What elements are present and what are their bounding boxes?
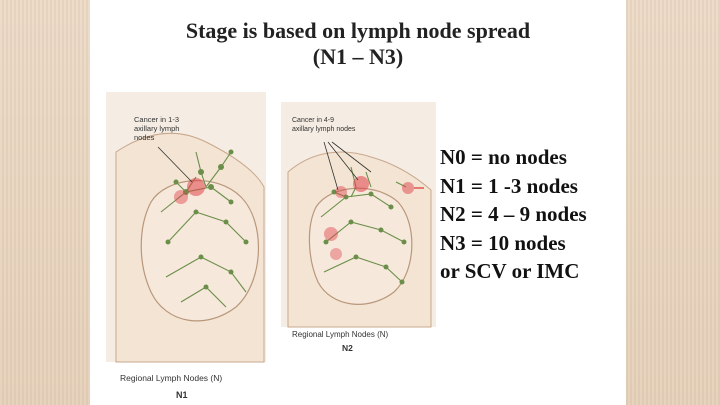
left-tumor-node-2 <box>174 190 188 204</box>
slide-title: Stage is based on lymph node spread (N1 … <box>90 18 626 70</box>
right-tumor-node-5 <box>330 248 342 260</box>
left-annotation-line-1: Cancer in 1-3 <box>134 115 179 124</box>
right-panel: Cancer in 4-9 axillary lymph nodes Regio… <box>281 102 436 353</box>
right-caption: Regional Lymph Nodes (N) <box>292 330 389 339</box>
right-breast-outline <box>308 187 413 305</box>
right-annotation-line-1: Cancer in 4-9 <box>292 117 334 124</box>
left-breast-outline <box>140 179 259 322</box>
right-tumor-node-1 <box>353 176 369 192</box>
left-panel: Cancer in 1-3 axillary lymph nodes Regio… <box>106 92 266 400</box>
right-tumor-node-2 <box>335 186 347 198</box>
stage-n1: N1 = 1 -3 nodes <box>440 173 578 198</box>
left-nodes <box>165 149 249 290</box>
right-annotation-pointers <box>323 141 372 191</box>
left-caption: Regional Lymph Nodes (N) <box>120 373 222 383</box>
title-line-2: (N1 – N3) <box>312 44 404 69</box>
right-lymph-vessels <box>320 193 405 283</box>
stage-n2: N2 = 4 – 9 nodes <box>440 202 587 226</box>
left-annotation-line-3: nodes <box>134 133 155 142</box>
right-nodes <box>323 189 407 285</box>
slide: Stage is based on lymph node spread (N1 … <box>90 0 626 405</box>
left-tumor-node <box>187 178 205 196</box>
left-annotation-line-2: axillary lymph <box>134 124 179 133</box>
left-annotation-pointer <box>157 146 193 183</box>
right-annotation-line-2: axillary lymph nodes <box>292 126 356 133</box>
stage-definitions: N0 = no nodes N1 = 1 -3 nodes N2 = 4 – 9… <box>440 143 620 286</box>
lymph-node-illustration: Cancer in 1-3 axillary lymph nodes Regio… <box>106 92 436 400</box>
right-tumor-node-4 <box>324 227 338 241</box>
title-line-1: Stage is based on lymph node spread <box>185 18 531 43</box>
right-stage-label: N2 <box>342 343 353 353</box>
right-tumor-node-3 <box>402 182 414 194</box>
stage-n3-continued: or SCV or IMC <box>440 259 580 283</box>
left-stage-label: N1 <box>176 390 188 400</box>
stage-n3: N3 = 10 nodes <box>440 230 566 255</box>
stage-n0: N0 = no nodes <box>440 145 567 169</box>
